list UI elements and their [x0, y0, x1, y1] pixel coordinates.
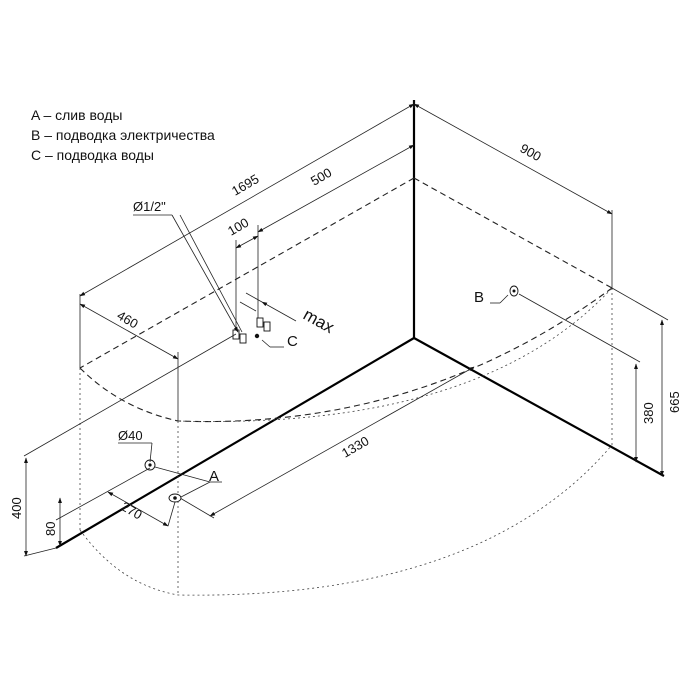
ext-400-level	[23, 333, 237, 457]
dim-line-1330	[209, 366, 475, 517]
dim-line-270	[107, 491, 169, 527]
callout-c: C	[287, 333, 298, 350]
dim-line-500	[257, 144, 415, 233]
dim-line-max	[261, 301, 297, 322]
water-inlet-right-stub	[256, 317, 264, 328]
dim-label-1330: 1330	[339, 433, 372, 460]
label-max: max	[300, 305, 338, 337]
tub-rim-back-right	[413, 177, 613, 289]
tub-rim-front-curve	[79, 287, 613, 423]
callout-b: B	[474, 289, 484, 306]
label-dia40: Ø40	[118, 428, 143, 443]
dim-line-100	[235, 235, 259, 249]
dim-label-270: 270	[119, 499, 145, 523]
tub-bottom-curve	[79, 444, 613, 596]
dim-label-100: 100	[225, 215, 251, 239]
leader-dia-half-inch	[171, 214, 239, 333]
dim-label-80: 80	[43, 522, 58, 536]
dim-label-380: 380	[641, 402, 656, 424]
dim-line-1695	[79, 103, 415, 297]
water-supply-point-c	[254, 333, 260, 339]
dim-label-500: 500	[308, 165, 334, 189]
dim-label-460: 460	[115, 308, 141, 332]
ext-b-level	[518, 293, 641, 363]
dim-label-900: 900	[518, 141, 544, 165]
dim-line-460	[79, 303, 179, 360]
floor-right-wall-line	[413, 337, 665, 477]
callout-a: A	[209, 468, 219, 485]
water-inlet-left-stub	[232, 329, 240, 340]
dim-line-900	[413, 103, 613, 215]
tub-rim-back-left	[79, 177, 415, 369]
dim-label-400: 400	[9, 497, 24, 519]
label-dia-half-inch: Ø1/2"	[133, 199, 166, 214]
dim-label-665: 665	[667, 391, 682, 413]
tub-rim-shadow	[177, 287, 613, 422]
